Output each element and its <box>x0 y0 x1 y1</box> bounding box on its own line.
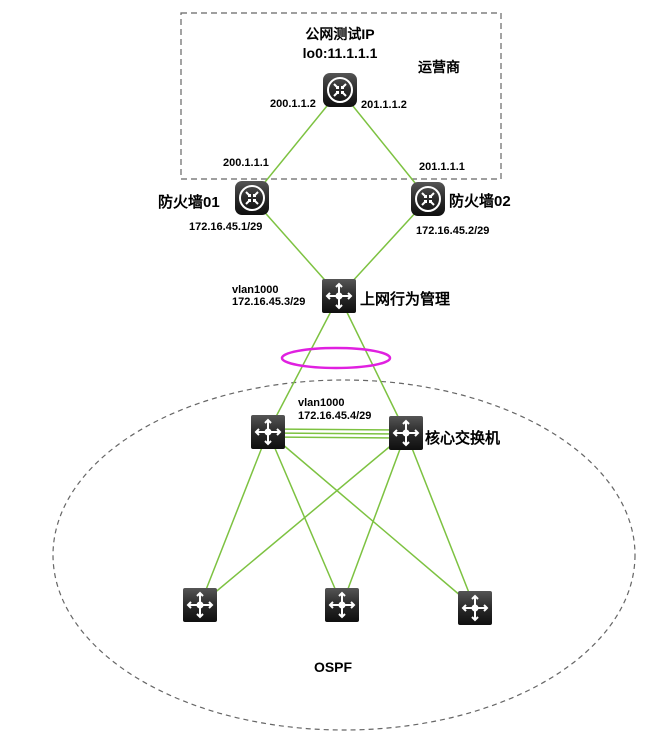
carrier-boundary <box>180 12 502 180</box>
fw1-lan-ip: 172.16.45.1/29 <box>189 221 262 233</box>
core-name: 核心交换机 <box>425 429 500 447</box>
link-core2-access1 <box>199 432 407 606</box>
mgmt-vlan: vlan1000 <box>232 284 278 296</box>
access-switch-3-icon[interactable] <box>457 590 493 626</box>
firewall-02-icon[interactable] <box>410 181 446 217</box>
link-core1-access3 <box>267 431 476 609</box>
links <box>199 89 476 609</box>
link-core1-access1 <box>199 431 269 606</box>
mgmt-ip: 172.16.45.3/29 <box>232 296 305 308</box>
core-switch-1-icon[interactable] <box>250 414 286 450</box>
carrier-router-if-left: 200.1.1.2 <box>270 98 316 110</box>
behavior-mgmt-switch-icon[interactable] <box>321 278 357 314</box>
fw1-wan-ip: 200.1.1.1 <box>223 157 269 169</box>
carrier-router-icon[interactable] <box>322 72 358 108</box>
carrier-router-title: 公网测试IP <box>305 26 374 42</box>
fw1-name: 防火墙01 <box>158 193 220 211</box>
access-switch-1-icon[interactable] <box>182 587 218 623</box>
fw2-lan-ip: 172.16.45.2/29 <box>416 225 489 237</box>
link-core2-access3 <box>405 432 476 609</box>
carrier-router-loopback: lo0:11.1.1.1 <box>303 45 378 61</box>
link-carrier-fw2 <box>339 89 429 200</box>
carrier-label: 运营商 <box>418 59 460 75</box>
core-vlan: vlan1000 <box>298 397 344 409</box>
mgmt-name: 上网行为管理 <box>360 290 450 308</box>
carrier-router-if-right: 201.1.1.2 <box>361 99 407 111</box>
link-core-stack-3 <box>267 436 407 439</box>
link-core-stack-2 <box>267 432 407 435</box>
link-carrier-fw1 <box>251 89 341 199</box>
core-ip: 172.16.45.4/29 <box>298 410 371 422</box>
firewall-01-icon[interactable] <box>234 180 270 216</box>
fw2-name: 防火墙02 <box>449 192 511 210</box>
link-core2-access2 <box>341 432 407 606</box>
ospf-area-boundary <box>52 379 636 731</box>
link-core-stack-1 <box>267 428 407 431</box>
link-aggregation-ring <box>280 346 392 370</box>
link-mgmt-core1 <box>267 295 340 433</box>
link-core1-access2 <box>267 431 343 606</box>
core-switch-2-icon[interactable] <box>388 415 424 451</box>
fw2-wan-ip: 201.1.1.1 <box>419 161 465 173</box>
access-switch-2-icon[interactable] <box>324 587 360 623</box>
ospf-label: OSPF <box>314 659 353 675</box>
